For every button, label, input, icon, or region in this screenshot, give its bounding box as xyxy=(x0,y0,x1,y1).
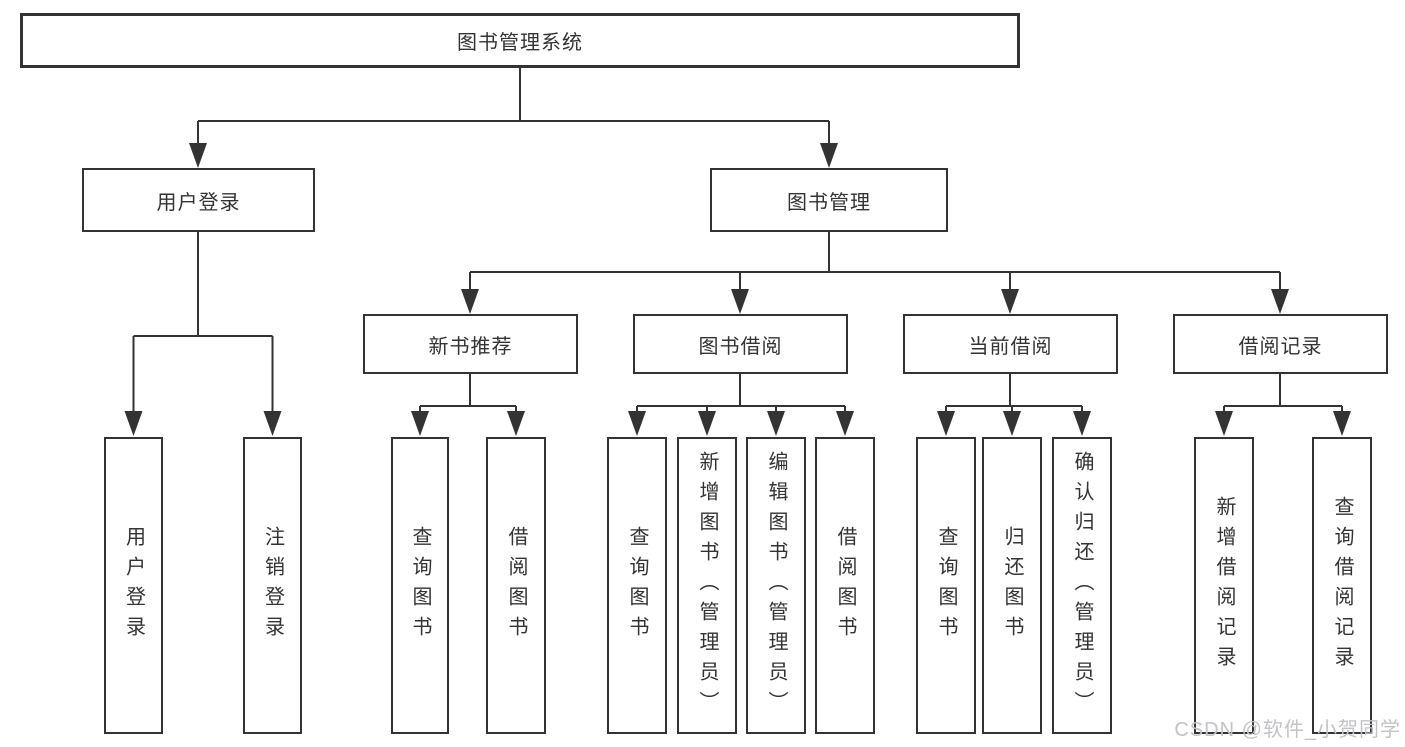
node-borrow-records-label: 借阅记录 xyxy=(1238,335,1323,358)
node-book-management-module-label: 图书管理 xyxy=(787,191,871,214)
node-root-system-label: 图书管理系统 xyxy=(457,32,583,54)
leaf-return-books-label: 归还图书 xyxy=(1001,525,1023,646)
leaf-recommend-query-books-label: 查询图书 xyxy=(409,525,431,646)
leaf-logout: 注销登录 xyxy=(243,437,302,734)
node-user-login-module-label: 用户登录 xyxy=(156,191,241,214)
arrowheads xyxy=(124,143,1351,436)
node-current-borrow: 当前借阅 xyxy=(903,314,1118,374)
leaf-logout-label: 注销登录 xyxy=(261,525,284,646)
node-new-book-recommend: 新书推荐 xyxy=(363,314,578,374)
leaf-query-borrow-record: 查询借阅记录 xyxy=(1312,437,1372,734)
leaf-recommend-borrow-books-label: 借阅图书 xyxy=(505,525,527,646)
node-new-book-recommend-label: 新书推荐 xyxy=(428,335,513,358)
leaf-borrow-query-books: 查询图书 xyxy=(607,437,667,734)
node-borrow-records: 借阅记录 xyxy=(1173,314,1388,374)
node-book-borrow-label: 图书借阅 xyxy=(698,335,783,358)
node-root-system: 图书管理系统 xyxy=(20,13,1020,68)
leaf-recommend-query-books: 查询图书 xyxy=(391,437,449,734)
leaf-edit-books-admin: 编辑图书（管理员） xyxy=(746,437,806,734)
leaf-user-login: 用户登录 xyxy=(104,437,163,734)
leaf-current-query-books: 查询图书 xyxy=(916,437,976,734)
node-user-login-module: 用户登录 xyxy=(82,168,315,232)
leaf-add-borrow-record: 新增借阅记录 xyxy=(1194,437,1254,734)
leaf-confirm-return-admin-label: 确认归还（管理员） xyxy=(1071,450,1093,721)
leaf-borrow-books-label: 借阅图书 xyxy=(834,525,856,646)
leaf-add-books-admin: 新增图书（管理员） xyxy=(677,437,737,734)
node-current-borrow-label: 当前借阅 xyxy=(968,335,1053,358)
leaf-user-login-label: 用户登录 xyxy=(122,525,145,646)
leaf-current-query-books-label: 查询图书 xyxy=(935,525,957,646)
leaf-return-books: 归还图书 xyxy=(982,437,1042,734)
leaf-recommend-borrow-books: 借阅图书 xyxy=(486,437,546,734)
leaf-add-books-admin-label: 新增图书（管理员） xyxy=(696,450,718,721)
node-book-borrow: 图书借阅 xyxy=(633,314,848,374)
leaf-edit-books-admin-label: 编辑图书（管理员） xyxy=(765,450,787,721)
leaf-confirm-return-admin: 确认归还（管理员） xyxy=(1052,437,1112,734)
leaf-query-borrow-record-label: 查询借阅记录 xyxy=(1331,495,1353,676)
node-book-management-module: 图书管理 xyxy=(710,168,948,232)
leaf-borrow-query-books-label: 查询图书 xyxy=(626,525,648,646)
leaf-add-borrow-record-label: 新增借阅记录 xyxy=(1213,495,1235,676)
leaf-borrow-books: 借阅图书 xyxy=(815,437,875,734)
